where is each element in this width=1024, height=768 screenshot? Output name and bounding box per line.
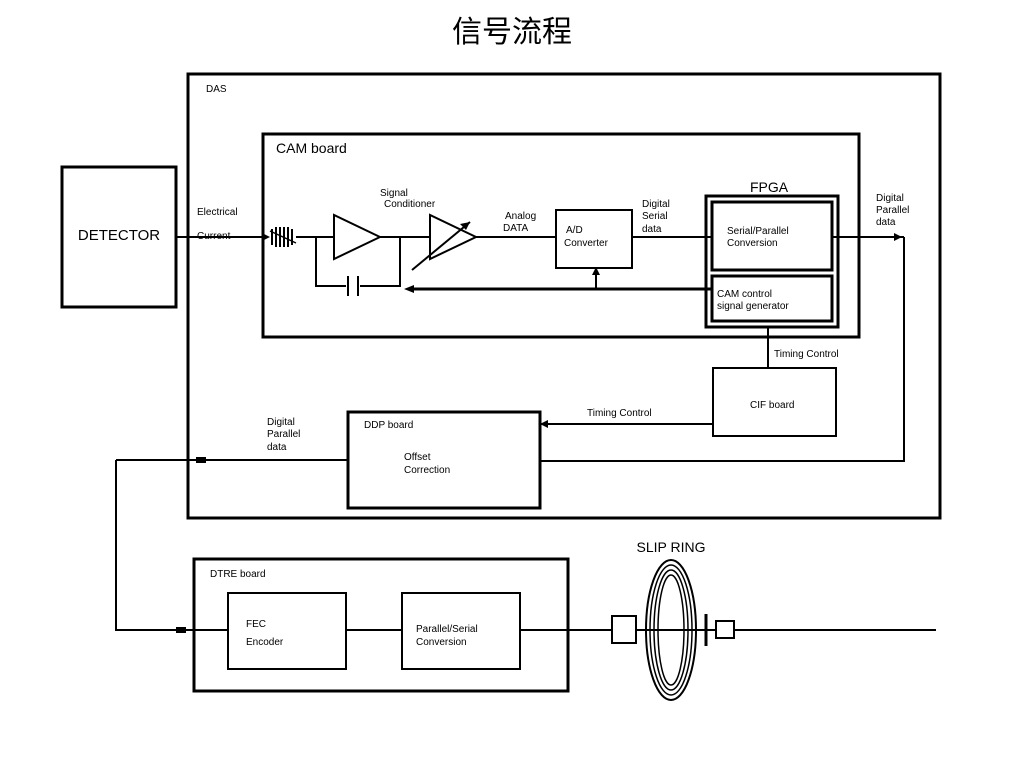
- cam-board-box: [261, 132, 861, 339]
- digital-parallel-left-line3: data: [267, 442, 287, 453]
- digital-parallel-right-line2: Parallel: [876, 205, 909, 216]
- fpga-label: FPGA: [750, 179, 789, 195]
- ddp-offset-line2: Correction: [404, 465, 450, 476]
- feedback-loop: [315, 237, 346, 287]
- cam-control-box: [710, 274, 834, 323]
- dtre-board-box: [192, 557, 570, 693]
- digital-serial-line2: Serial: [642, 211, 668, 222]
- page-title: 信号流程: [452, 15, 572, 50]
- cif-board-label: CIF board: [750, 400, 794, 411]
- cam-control-line1: CAM control: [717, 289, 772, 300]
- slip-ring-label: SLIP RING: [637, 539, 706, 555]
- to-dtre-wire: [115, 460, 228, 631]
- parallel-out-arrow: [894, 233, 902, 241]
- ddp-board-label: DDP board: [364, 420, 413, 431]
- electrical-current-line1: Electrical: [197, 207, 238, 218]
- filter-symbol: [269, 227, 297, 247]
- timing-control-lower-arrow: [540, 420, 548, 428]
- slip-ring-icon: [645, 559, 697, 701]
- dtre-board-label: DTRE board: [210, 569, 266, 580]
- dtre-entry-marker: [176, 627, 186, 633]
- electrical-current-line2: Current: [197, 231, 231, 242]
- cam-control-to-ad-arrow: [592, 267, 600, 275]
- variable-gain-arrow: [411, 221, 471, 271]
- das-box: [186, 72, 942, 520]
- digital-parallel-right-line1: Digital: [876, 193, 904, 204]
- variable-gain-arrowhead: [460, 222, 470, 230]
- feedback-loop-return: [360, 237, 401, 287]
- fec-encoder-line2: Encoder: [246, 637, 284, 648]
- cif-board-box: [712, 367, 837, 437]
- ad-converter-line1: A/D: [566, 225, 583, 236]
- fec-encoder-box: [227, 592, 347, 670]
- digital-parallel-left-line2: Parallel: [267, 429, 300, 440]
- fec-encoder-line1: FEC: [246, 619, 266, 630]
- das-label: DAS: [206, 84, 227, 95]
- amplifier-icon: [333, 213, 383, 261]
- digital-parallel-right-line3: data: [876, 217, 896, 228]
- parallel-return-wire: [540, 237, 905, 462]
- cam-control-line2: signal generator: [717, 301, 789, 312]
- cam-board-label: CAM board: [276, 140, 347, 156]
- cam-control-arrow: [404, 285, 414, 293]
- detector-label: DETECTOR: [78, 227, 160, 244]
- das-exit-marker: [196, 457, 206, 463]
- ps-conversion-line2: Conversion: [416, 637, 467, 648]
- sp-conversion-line2: Conversion: [727, 238, 778, 249]
- ad-converter-box: [555, 209, 633, 269]
- sp-conversion-line1: Serial/Parallel: [727, 226, 789, 237]
- variable-amplifier-icon: [429, 213, 479, 261]
- signal-conditioner-line1: Signal: [380, 188, 408, 199]
- fpga-box: [704, 194, 840, 329]
- ddp-offset-line1: Offset: [404, 452, 431, 463]
- digital-parallel-left-line1: Digital: [267, 417, 295, 428]
- signal-conditioner-line2: Conditioner: [384, 199, 436, 210]
- slip-ring-left-block: [611, 615, 637, 644]
- slip-ring-right-block: [715, 620, 735, 639]
- timing-control-upper: Timing Control: [774, 349, 839, 360]
- ps-conversion-line1: Parallel/Serial: [416, 624, 478, 635]
- ad-converter-line2: Converter: [564, 238, 609, 249]
- digital-serial-line1: Digital: [642, 199, 670, 210]
- digital-serial-line3: data: [642, 224, 662, 235]
- timing-control-lower: Timing Control: [587, 408, 652, 419]
- analog-data-line1: Analog: [505, 211, 536, 222]
- analog-data-line2: DATA: [503, 223, 529, 234]
